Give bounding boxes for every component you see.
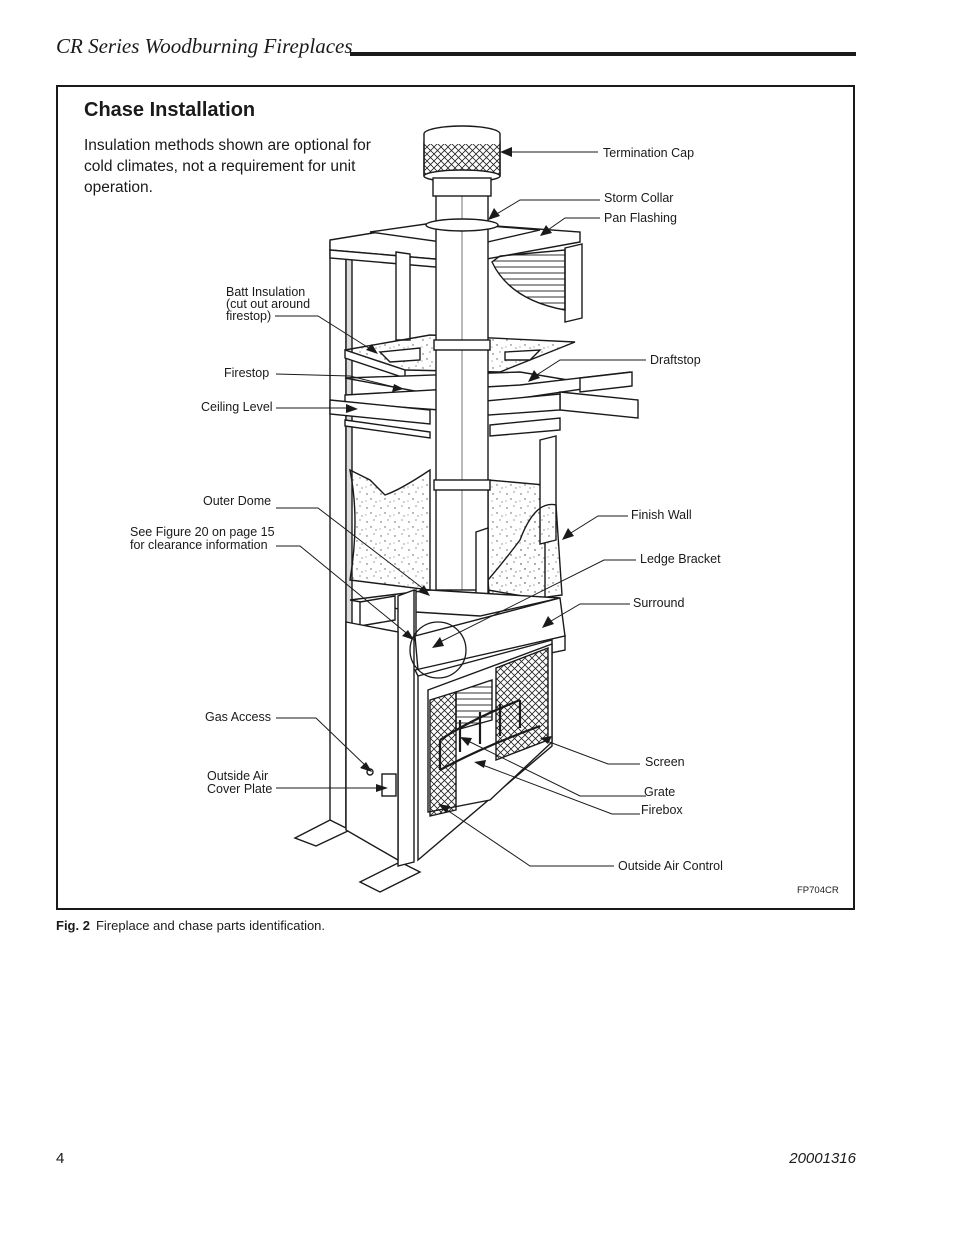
label-gas-access: Gas Access <box>205 710 271 724</box>
section-title: Chase Installation <box>84 99 256 121</box>
label-storm-collar: Storm Collar <box>604 191 673 205</box>
leader-lines <box>275 147 646 867</box>
label-ceiling-level: Ceiling Level <box>201 400 273 414</box>
label-ledge-bracket: Ledge Bracket <box>640 552 721 566</box>
label-outer-dome: Outer Dome <box>203 494 271 508</box>
label-pan-flashing: Pan Flashing <box>604 211 677 225</box>
header-rule <box>350 52 856 56</box>
label-batt-insulation-line2: (cut out around <box>226 297 310 311</box>
label-finish-wall: Finish Wall <box>631 508 692 522</box>
section-note: Insulation methods shown are optional fo… <box>84 137 371 196</box>
label-batt-insulation-line1: Batt Insulation <box>226 285 305 299</box>
label-termination-cap: Termination Cap <box>603 146 694 160</box>
document-number: 20001316 <box>789 1150 856 1167</box>
label-outside-air-control: Outside Air Control <box>618 859 723 873</box>
chase-drawing <box>293 125 639 893</box>
figure-code: FP704CR <box>797 885 839 896</box>
label-draftstop: Draftstop <box>650 353 701 367</box>
figure-number: Fig. 2 <box>56 918 90 933</box>
label-see-figure-line1: See Figure 20 on page 15 <box>130 525 275 539</box>
label-firebox: Firebox <box>641 803 683 817</box>
label-surround: Surround <box>633 596 684 610</box>
label-batt-insulation-line3: firestop) <box>226 309 271 323</box>
label-outside-air-line2: Cover Plate <box>207 782 272 796</box>
figure-frame <box>56 85 855 910</box>
figure-caption-text: Fireplace and chase parts identification… <box>95 918 326 933</box>
label-firestop: Firestop <box>224 366 269 380</box>
label-see-figure-line2: for clearance information <box>130 538 268 552</box>
label-outside-air-line1: Outside Air <box>207 769 268 783</box>
label-screen: Screen <box>645 755 685 769</box>
running-header-title: CR Series Woodburning Fireplaces <box>56 34 353 58</box>
label-grate: Grate <box>644 785 675 799</box>
figure-caption: Fig. 2 Fireplace and chase parts identifi… <box>56 918 325 933</box>
page-number: 4 <box>56 1150 65 1167</box>
